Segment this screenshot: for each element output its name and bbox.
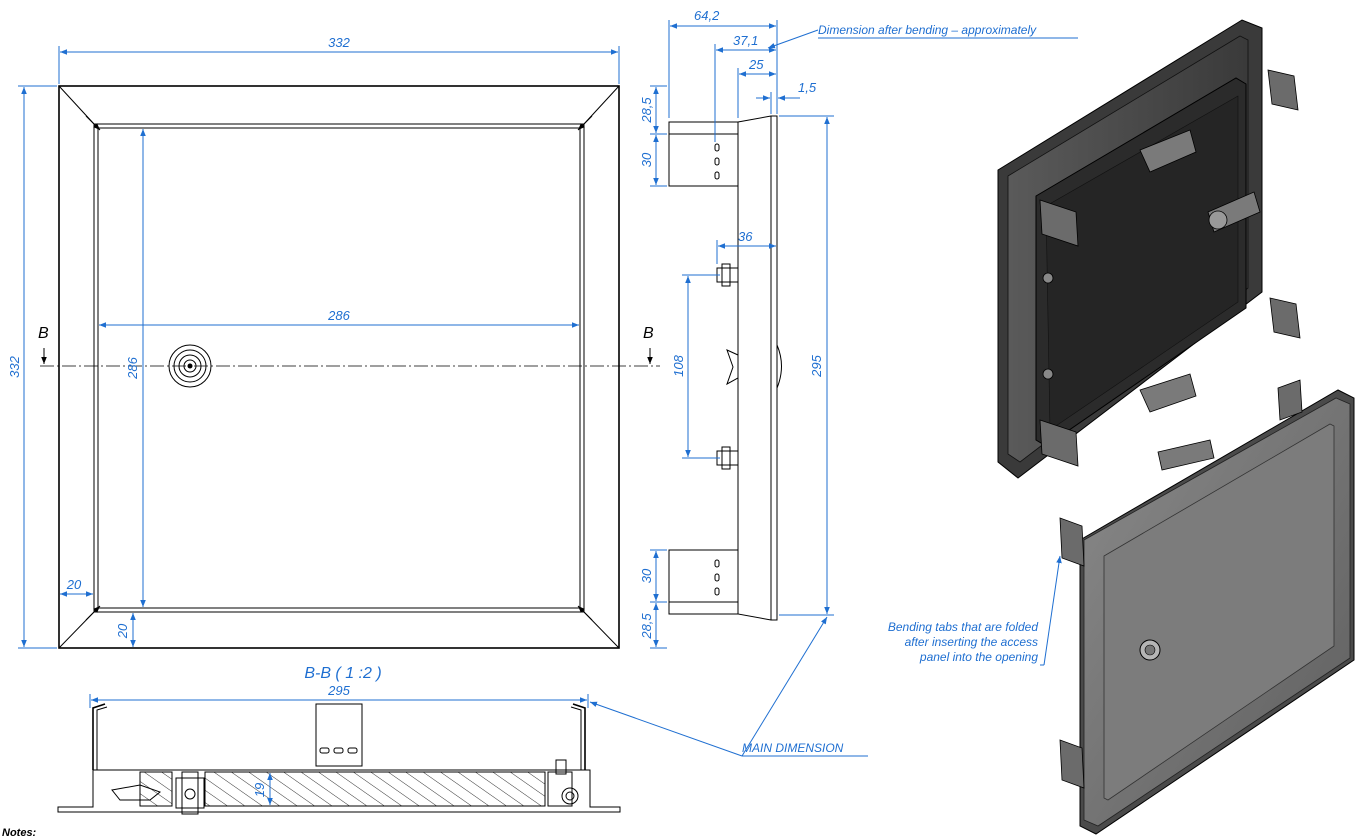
iso-frame-tab-top [1139,129,1197,173]
iso-frame-tab-tl [1039,199,1079,247]
dim-lock-depth: 36 [738,229,753,244]
iso-panel-view [1059,379,1355,835]
corner-arrow-br [577,605,593,621]
annotations: Dimension after bending – approximately … [2,23,1078,839]
dim-frame-side: 20 [66,577,82,592]
frame-outer [58,85,620,649]
tabs-note-line3: panel into the opening [919,650,1038,664]
bending-note-leader [767,29,819,49]
frame-inner [93,123,585,613]
side-lock-latch [726,349,739,386]
dim-tab-depth: 25 [748,57,764,72]
dim-main-height: 295 [809,354,824,377]
section-marker-left: B [38,325,49,342]
iso-frame-view [997,19,1301,479]
section-panel-hatched [204,771,546,807]
dim-bottom-offset: 28,5 [639,613,654,640]
iso-panel-tab-loose [1157,439,1215,471]
iso-frame-tab-tr [1267,69,1299,111]
section-lock-arm [111,784,162,801]
section-hinge [547,771,573,807]
dim-frame-bottom: 20 [115,623,130,639]
side-bottom-tab-lip [668,601,739,615]
dim-top-tab: 30 [639,152,654,167]
dim-total-depth: 64,2 [694,8,720,23]
section-center-tab [315,703,363,767]
section-lock-body [175,777,205,809]
side-lock-knob [776,344,782,389]
main-dimension-label: MAIN DIMENSION [742,741,844,755]
front-view: B B 332 332 286 286 20 20 [7,35,660,649]
dim-top-offset: 28,5 [639,97,654,124]
iso-frame-tab-bottom [1139,373,1197,413]
iso-frame-tab-br [1269,297,1301,339]
iso-frame-tab-bl [1039,419,1079,467]
dim-sheet: 1,5 [798,80,817,95]
dim-lock-span: 108 [671,354,686,376]
tabs-note-line1: Bending tabs that are folded [888,620,1038,634]
section-right-wall [572,703,586,770]
dim-width-outer: 332 [328,35,350,50]
dim-bent-depth: 37,1 [733,33,758,48]
dim-height-outer: 332 [7,355,22,377]
iso-panel-tab-bl [1059,739,1085,789]
tabs-note-line2: after inserting the access [905,635,1038,649]
section-left-wall [92,703,106,770]
section-frame [57,769,621,813]
notes-heading: Notes: [2,827,37,839]
iso-panel-tab-tr [1277,379,1303,421]
tabs-note-leader [1043,555,1062,666]
side-hinge-top [716,267,739,283]
side-view: 64,2 37,1 25 1,5 28,5 30 36 108 [639,8,834,649]
panel-edge [97,127,581,609]
corner-arrow-bl [85,605,101,621]
side-top-tab-lip [668,121,739,135]
dim-height-inner: 286 [125,356,140,379]
bending-note: Dimension after bending – approximately [818,23,1037,37]
section-title: B-B ( 1 :2 ) [304,665,381,682]
dim-width-inner: 286 [327,308,350,323]
section-view: B-B ( 1 :2 ) 295 19 [57,665,621,815]
dim-bottom-tab: 30 [639,568,654,583]
corner-arrow-tr [577,115,593,131]
main-dimension-leader-a [589,701,743,757]
iso-panel-tab-tl [1059,517,1085,567]
corner-arrow-tl [85,115,101,131]
side-bottom-tab [668,549,739,603]
side-hinge-bottom [716,450,739,466]
section-marker-right: B [643,325,654,342]
dim-section-width: 295 [327,683,350,698]
side-top-tab [668,133,739,187]
main-dimension-leader-b [741,616,828,757]
dim-section-thickness: 19 [252,783,267,797]
